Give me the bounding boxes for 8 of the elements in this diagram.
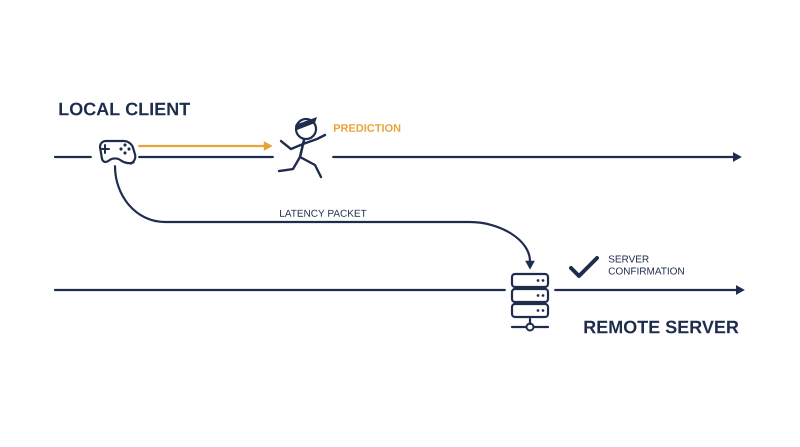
gamepad-icon [98,140,136,165]
node-caption: PREDICTION [334,124,400,132]
server-icon [510,272,550,332]
label: SERVER CONFIRMATION [608,255,684,275]
label: REMOTE SERVER [584,320,739,334]
label: LOCAL CLIENT [59,102,190,116]
runner-icon [278,117,326,178]
edge-label: LATENCY PACKET [278,208,368,218]
